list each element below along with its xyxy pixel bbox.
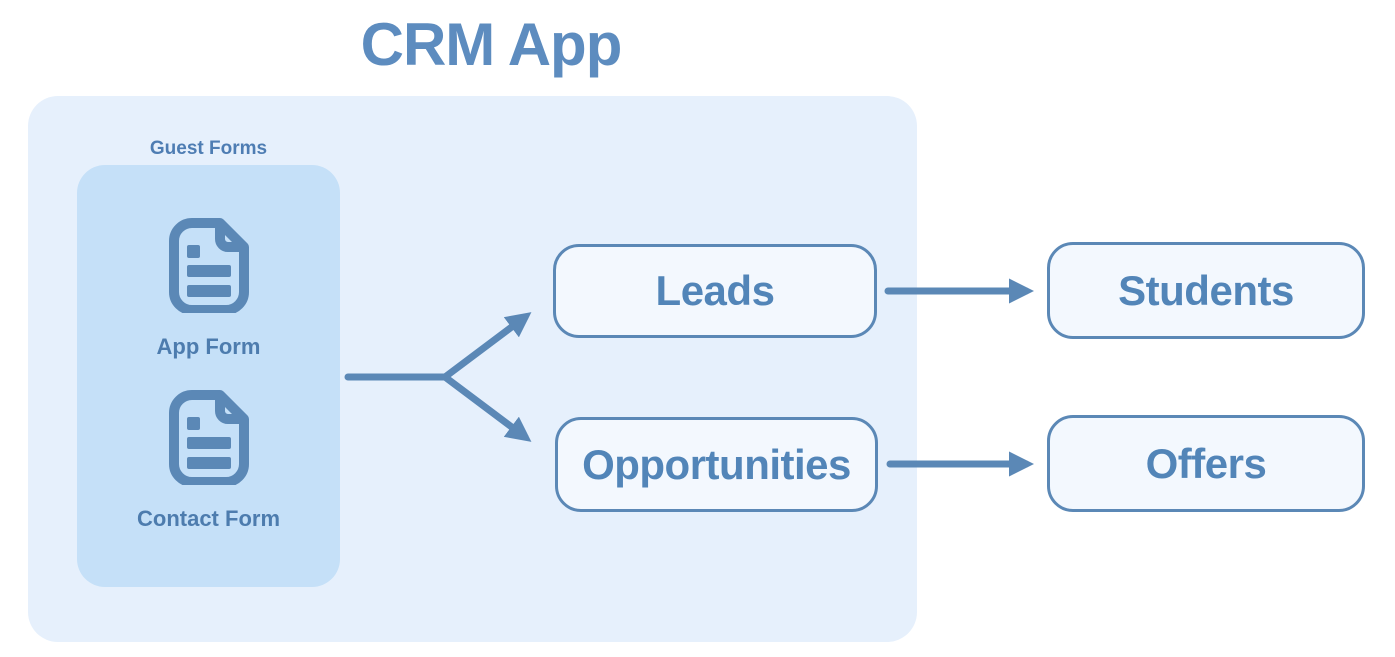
- form-item-label: Contact Form: [137, 506, 280, 531]
- guest-forms-box: App Form Contact Form: [77, 165, 340, 587]
- node-label: Leads: [655, 267, 775, 314]
- node-opportunities: Opportunities: [555, 417, 878, 512]
- node-label: Opportunities: [582, 440, 851, 488]
- document-icon: [168, 390, 249, 487]
- diagram-title: CRM App: [360, 11, 623, 78]
- crm-app-container: Guest Forms App Form: [28, 96, 917, 642]
- form-item-contact-form: Contact Form: [77, 390, 340, 532]
- guest-forms-label: Guest Forms: [149, 138, 268, 159]
- form-item-label: App Form: [156, 334, 261, 359]
- document-icon: [168, 218, 249, 315]
- node-leads: Leads: [553, 244, 877, 338]
- node-label: Students: [1118, 266, 1294, 314]
- node-label: Offers: [1145, 439, 1267, 487]
- node-offers: Offers: [1047, 415, 1365, 512]
- node-students: Students: [1047, 242, 1365, 339]
- form-item-app-form: App Form: [77, 218, 340, 360]
